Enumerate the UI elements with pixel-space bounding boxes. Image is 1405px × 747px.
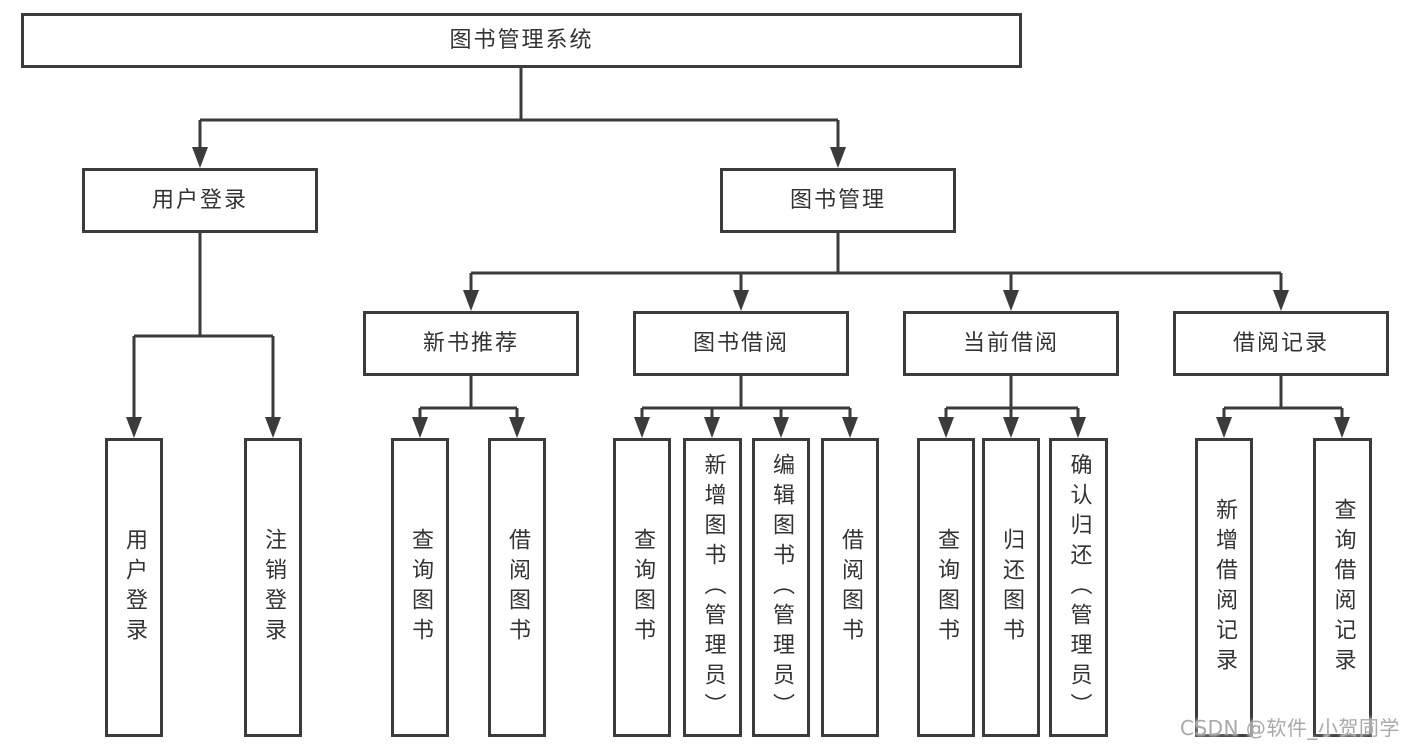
leaf-query-borrow-record: 查询借阅记录 bbox=[1313, 438, 1372, 737]
node-book-management: 图书管理 bbox=[720, 168, 956, 233]
leaf-current-query-books-label: 查询图书 bbox=[934, 527, 959, 648]
leaf-confirm-return-admin-label: 确认归还（管理员） bbox=[1066, 452, 1092, 723]
leaf-borrow-books-label: 借阅图书 bbox=[838, 527, 863, 648]
leaf-recommend-borrow-books-label: 借阅图书 bbox=[505, 527, 530, 648]
leaf-borrow-query-books-label: 查询图书 bbox=[630, 527, 655, 648]
node-library-management-system: 图书管理系统 bbox=[21, 13, 1022, 68]
leaf-borrow-books: 借阅图书 bbox=[821, 438, 879, 737]
leaf-confirm-return-admin: 确认归还（管理员） bbox=[1049, 438, 1108, 737]
node-book-management-label: 图书管理 bbox=[789, 187, 886, 213]
leaf-current-query-books: 查询图书 bbox=[917, 438, 975, 737]
node-library-management-system-label: 图书管理系统 bbox=[449, 27, 594, 53]
leaf-add-borrow-record: 新增借阅记录 bbox=[1195, 438, 1253, 737]
node-book-borrow-label: 图书借阅 bbox=[692, 330, 789, 356]
leaf-add-books-admin-label: 新增图书（管理员） bbox=[700, 452, 726, 723]
node-book-borrow: 图书借阅 bbox=[633, 311, 849, 376]
leaf-edit-books-admin-label: 编辑图书（管理员） bbox=[769, 452, 794, 723]
node-user-login: 用户登录 bbox=[82, 168, 318, 233]
leaf-add-books-admin: 新增图书（管理员） bbox=[683, 438, 742, 737]
node-new-book-recommend: 新书推荐 bbox=[363, 311, 579, 376]
leaf-recommend-borrow-books: 借阅图书 bbox=[488, 438, 546, 737]
leaf-recommend-query-books-label: 查询图书 bbox=[408, 527, 433, 648]
csdn-watermark: CSDN @软件_小贺同学 bbox=[1180, 716, 1400, 740]
leaf-edit-books-admin: 编辑图书（管理员） bbox=[752, 438, 810, 737]
leaf-logout-label: 注销登录 bbox=[261, 527, 286, 648]
node-borrow-records-label: 借阅记录 bbox=[1232, 330, 1329, 356]
node-borrow-records: 借阅记录 bbox=[1173, 311, 1389, 376]
leaf-return-books: 归还图书 bbox=[982, 438, 1040, 737]
arrowheads bbox=[126, 147, 1350, 438]
node-current-borrow-label: 当前借阅 bbox=[962, 330, 1059, 356]
leaf-user-login-label: 用户登录 bbox=[122, 527, 147, 648]
leaf-add-borrow-record-label: 新增借阅记录 bbox=[1212, 497, 1237, 678]
leaf-borrow-query-books: 查询图书 bbox=[613, 438, 671, 737]
node-new-book-recommend-label: 新书推荐 bbox=[422, 330, 519, 356]
leaf-logout: 注销登录 bbox=[244, 438, 302, 737]
node-current-borrow: 当前借阅 bbox=[903, 311, 1119, 376]
leaf-recommend-query-books: 查询图书 bbox=[391, 438, 449, 737]
node-user-login-label: 用户登录 bbox=[151, 187, 248, 213]
leaf-return-books-label: 归还图书 bbox=[999, 527, 1024, 648]
leaf-user-login: 用户登录 bbox=[105, 438, 163, 737]
leaf-query-borrow-record-label: 查询借阅记录 bbox=[1330, 497, 1356, 678]
